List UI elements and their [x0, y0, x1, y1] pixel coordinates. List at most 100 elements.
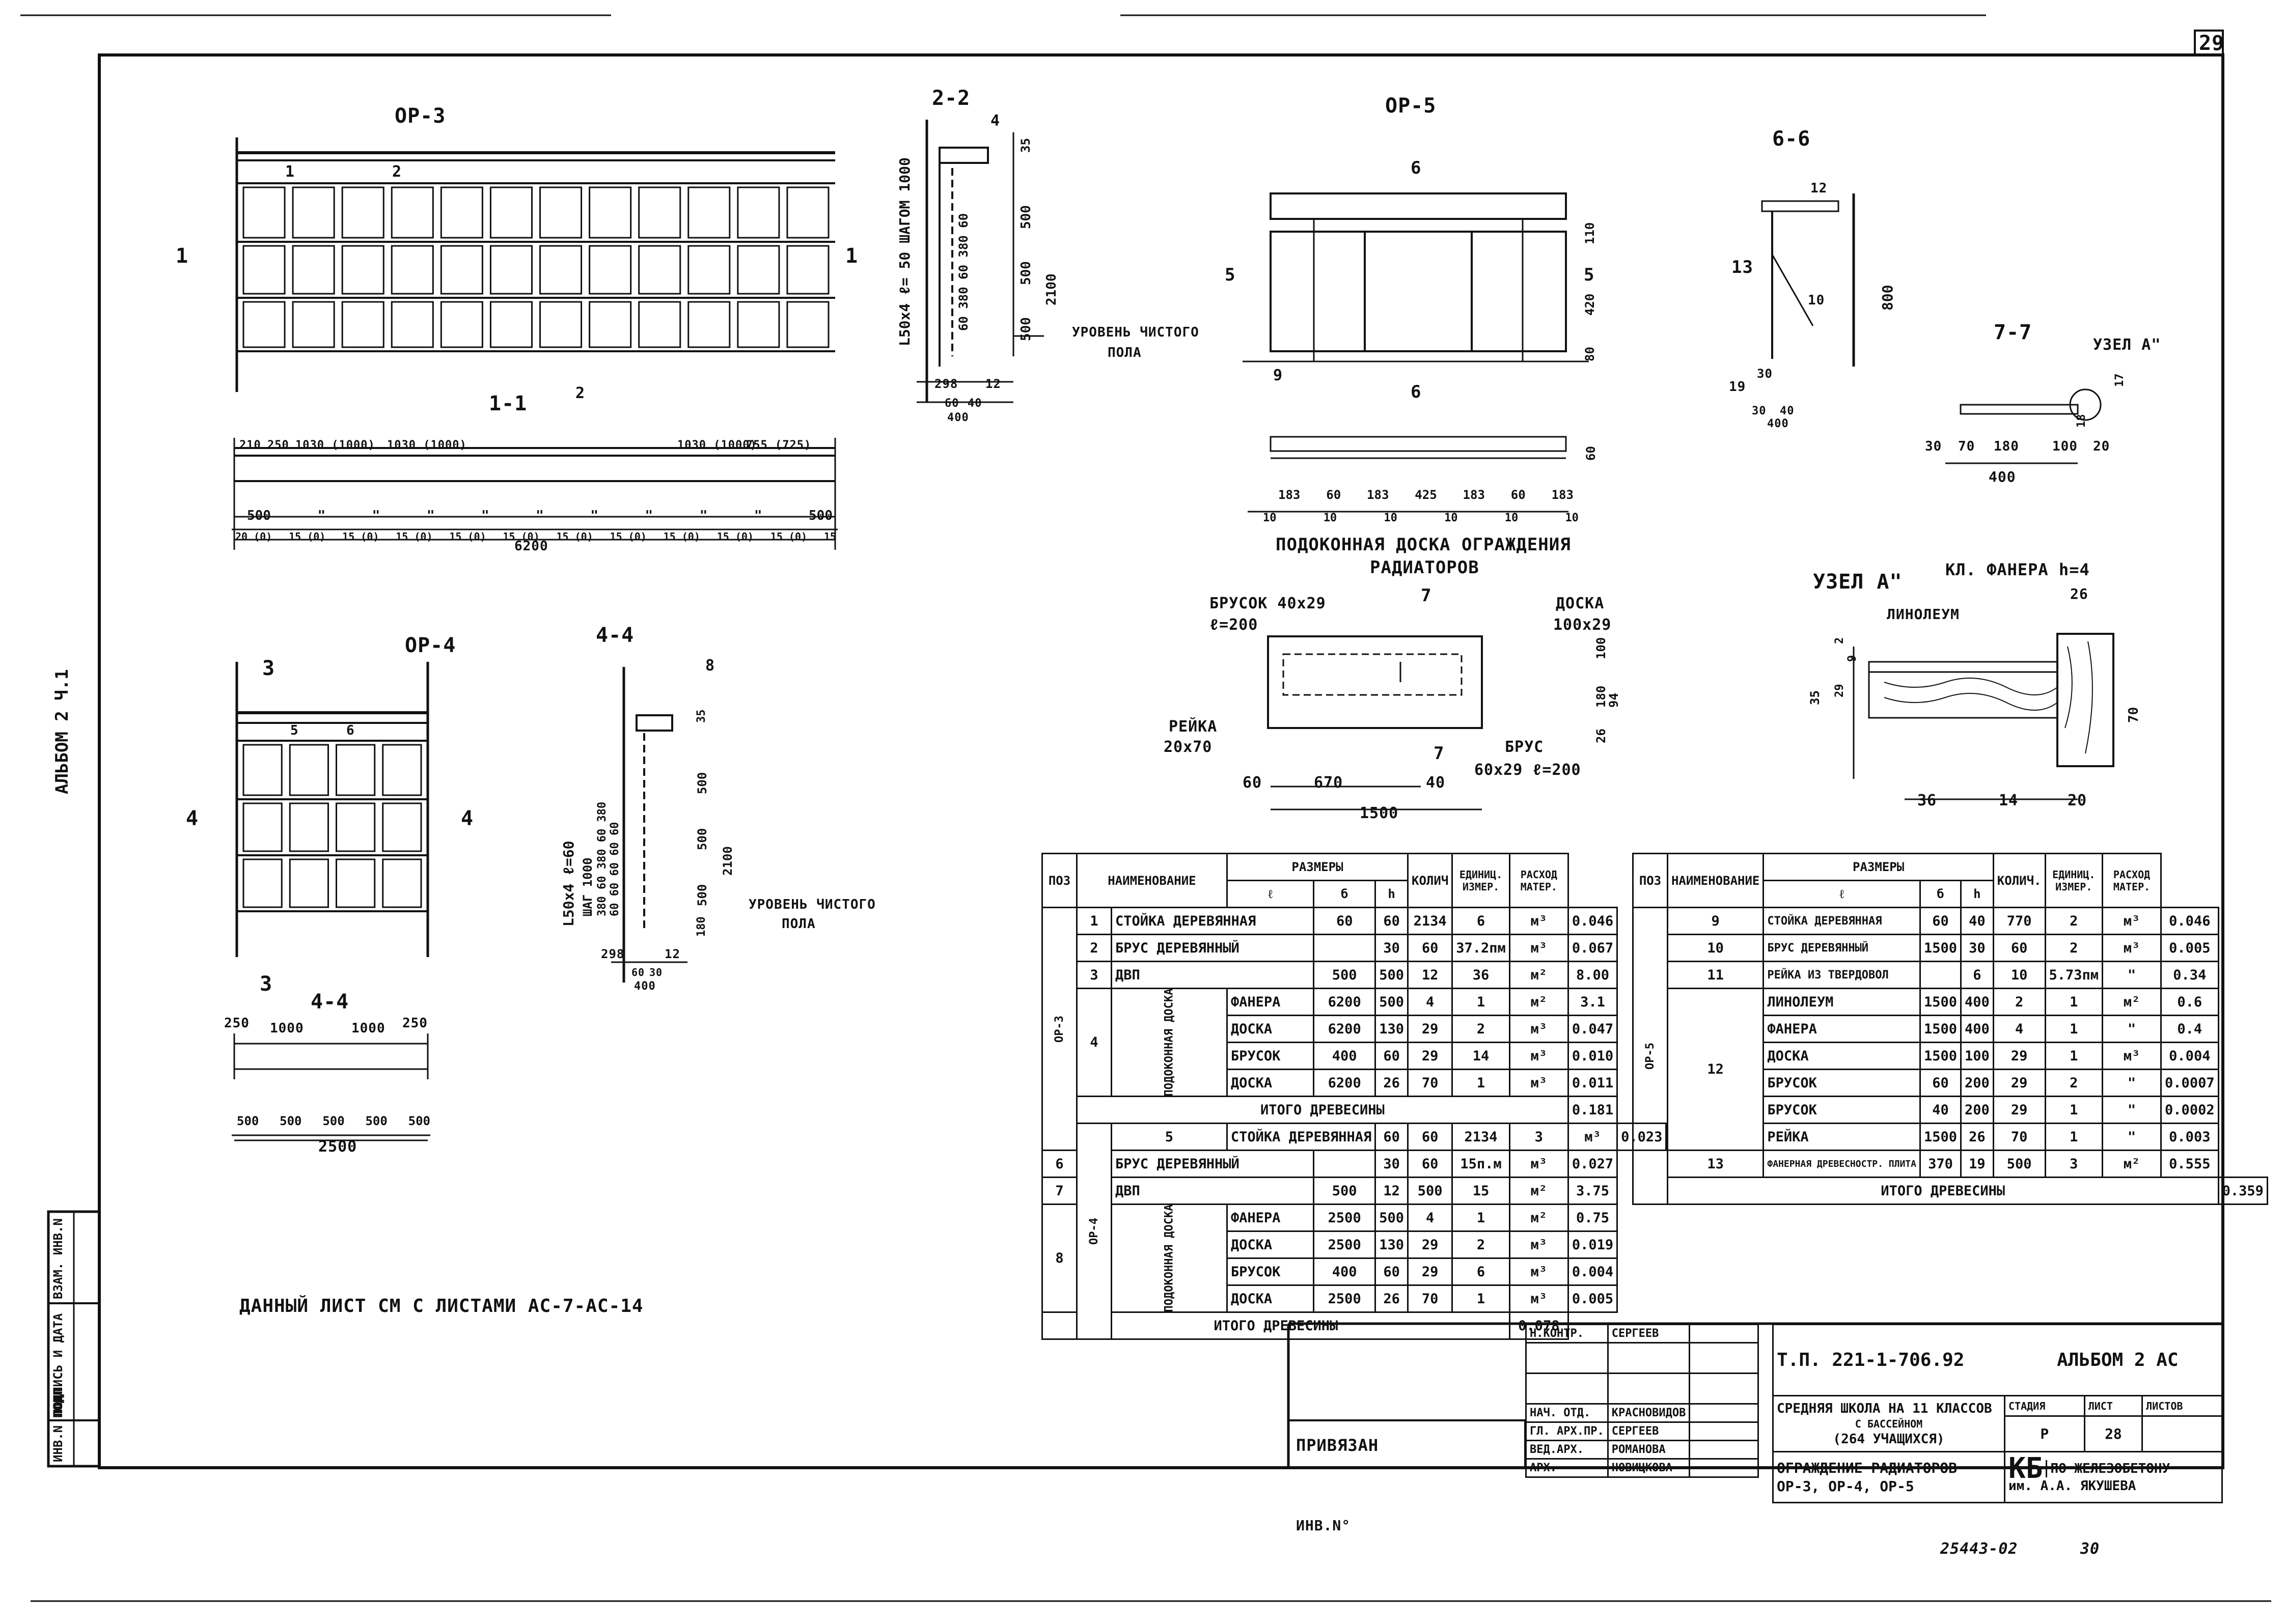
s44-section: [611, 667, 687, 983]
floor-level-2: ПОЛА: [1108, 345, 1142, 360]
podok-cut7-bottom: 7: [1434, 743, 1445, 764]
s66-30b: 30: [1752, 405, 1767, 417]
object-line3: (264 УЧАЩИХСЯ): [1833, 1431, 1945, 1447]
view-title-s22: 2-2: [932, 87, 971, 110]
cell-poz: 7: [1041, 1177, 1078, 1205]
cell-qty: 5.73пм: [2044, 961, 2104, 989]
cell-qty: 1: [1451, 1284, 1510, 1313]
s22-h0: 35: [1018, 138, 1033, 153]
cell-name: БРУСОК: [1226, 1257, 1315, 1286]
s66-40: 40: [1780, 405, 1795, 417]
podok-cut7-top: 7: [1421, 585, 1432, 606]
grid-panel: [440, 186, 483, 239]
spec-right-group-op5-text: ОР-5: [1643, 1042, 1657, 1070]
org-logo: КБ: [2008, 1454, 2048, 1482]
cell-h: 4: [1992, 1015, 2046, 1043]
cell-l: 1500: [1919, 1042, 1962, 1070]
cell-total-name: ИТОГО ДРЕВЕСИНЫ: [1666, 1177, 2219, 1205]
cell-b: 40: [1960, 907, 1994, 935]
view-title-s44-top: 4-4: [596, 624, 635, 647]
cell-l: 40: [1919, 1096, 1962, 1124]
grid-panel: [292, 301, 335, 348]
cell-name: ФАНЕРНАЯ ДРЕВЕСНОСТР. ПЛИТА: [1762, 1150, 1921, 1178]
stage-value: Р: [2004, 1415, 2085, 1452]
op4-cut3-top: 3: [262, 657, 276, 680]
s44-floor1: УРОВЕНЬ ЧИСТОГО: [749, 897, 876, 912]
podok-dim-60: 60: [1243, 774, 1262, 792]
podok-dim-100: 100: [1594, 637, 1608, 659]
grid-panel: [242, 802, 283, 852]
cell-rate: 0.067: [1567, 934, 1618, 962]
cell-qty: 1: [2044, 1015, 2104, 1043]
grid-panel: [539, 301, 583, 348]
sheet-frame: [98, 53, 2224, 1469]
cell-poz: 12: [1666, 988, 1765, 1151]
cell-h: 29: [1407, 1230, 1453, 1259]
spec-left-h-name: НАИМЕНОВАНИЕ: [1076, 853, 1228, 908]
s11-mid-row-item: 500: [809, 508, 833, 523]
project-code: Т.П. 221-1-706.92 АЛЬБОМ 2 АС: [1772, 1324, 2223, 1396]
op5-plan-small-item: 10: [1504, 512, 1519, 524]
view-title-s66: 6-6: [1772, 127, 1811, 151]
cell-h: 60: [1992, 934, 2046, 962]
s77-section: [1960, 388, 2102, 421]
cell-h: 500: [1407, 1177, 1453, 1205]
spec-right-h-sizes: РАЗМЕРЫ: [1762, 853, 1994, 881]
cell-l: 6200: [1313, 1069, 1376, 1097]
s22-b0: 298: [934, 377, 958, 391]
cell-poz: 4: [1076, 988, 1112, 1097]
spec-right-h-h: h: [1960, 880, 1994, 908]
cell-poz: 13: [1666, 1150, 1765, 1178]
op4-plan-bottom-row-item: 500: [237, 1114, 259, 1128]
sign-signature: [1689, 1421, 1759, 1441]
cell-rate: 8.00: [1567, 961, 1618, 989]
s11-mid-row-item: ": [590, 508, 598, 523]
album-code-text: АЛЬБОМ 2 АС: [2057, 1350, 2179, 1370]
signature-row: АРХ.НОВИЦКОВА: [1525, 1458, 1759, 1478]
cell-rate: 0.027: [1567, 1150, 1618, 1178]
cell-qty: 2: [1451, 1015, 1510, 1043]
cell-b: 500: [1374, 988, 1409, 1016]
cell-b: 26: [1374, 1069, 1409, 1097]
op5-cut5-left: 5: [1225, 265, 1236, 285]
sheet-title: ОГРАЖДЕНИЕ РАДИАТОРОВ ОР-3, ОР-4, ОР-5: [1772, 1451, 2005, 1503]
op4-pos5: 5: [290, 723, 299, 738]
spec-left-podok-op3: ПОДОКОННАЯ ДОСКА: [1110, 988, 1228, 1097]
s77-18: 18: [2075, 414, 2088, 428]
grid-panel: [341, 245, 384, 295]
sign-role: НАЧ. ОТД.: [1525, 1403, 1609, 1423]
uzel-29: 29: [1833, 684, 1846, 698]
podok-doska-size: 100x29: [1553, 616, 1612, 634]
spec-left-h-rate: РАСХОД МАТЕР.: [1508, 853, 1569, 908]
sign-role: [1525, 1342, 1609, 1374]
op4-plan-bottom-row-item: 500: [365, 1114, 388, 1128]
cell-qty: 1: [1451, 1203, 1510, 1232]
cell-b: 60: [1374, 907, 1409, 935]
op3-pos2: 2: [392, 163, 402, 181]
cell-h: 29: [1407, 1015, 1453, 1043]
uzel-20: 20: [2068, 792, 2087, 809]
cell-h: 70: [1992, 1123, 2046, 1151]
cell-rate: 0.004: [2160, 1042, 2219, 1070]
cell-name: БРУСОК: [1762, 1096, 1921, 1124]
spec-right-h-rate: РАСХОД МАТЕР.: [2102, 853, 2162, 908]
op5-plan-row-item: 60: [1510, 488, 1526, 502]
s11-low-row-item: 15 (0): [289, 530, 326, 543]
cell-l: 1500: [1919, 988, 1962, 1016]
podok-reyka: РЕЙКА: [1169, 718, 1218, 736]
object-line1: СРЕДНЯЯ ШКОЛА НА 11 КЛАССОВ: [1777, 1401, 1992, 1416]
cell-h: 770: [1992, 907, 2046, 935]
s11-low-dims: 20 (0)15 (0)15 (0)15 (0)15 (0)15 (0)15 (…: [235, 530, 836, 546]
s44-h5: 180: [695, 916, 708, 937]
cell-qty: 1: [1451, 1069, 1510, 1097]
cell-h: 70: [1407, 1069, 1453, 1097]
s11-mid-dims: 500"""""""""500: [247, 508, 833, 523]
